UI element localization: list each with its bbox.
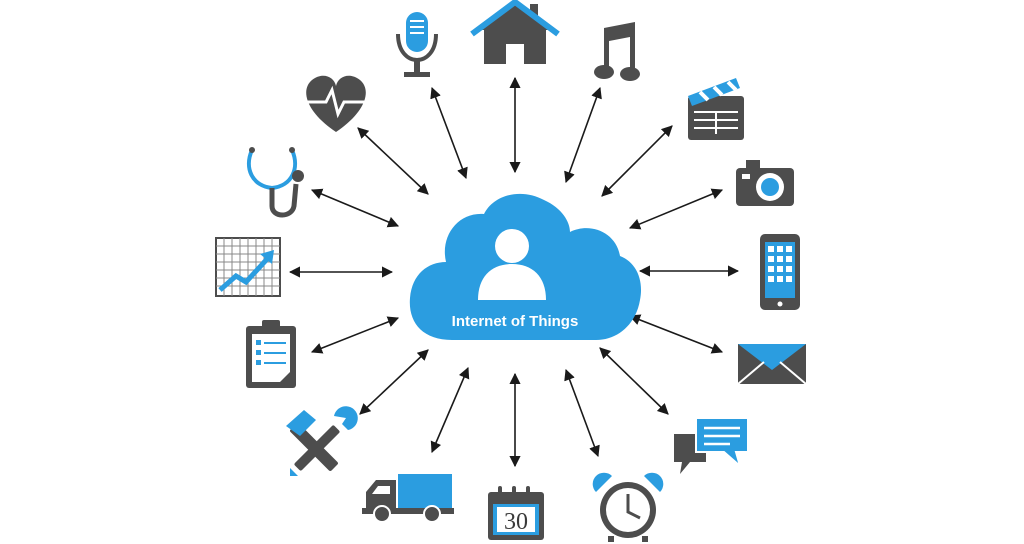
chat-bubbles-icon	[674, 417, 749, 474]
clapperboard-icon	[688, 78, 744, 140]
delivery-truck-icon	[362, 474, 454, 523]
calendar-icon: 30	[488, 486, 544, 540]
arrow-stethoscope	[310, 188, 400, 228]
cloud-label: Internet of Things	[452, 313, 579, 330]
arrow-clapperboard	[601, 125, 673, 197]
arrow-envelope	[628, 314, 724, 354]
arrow-clipboard	[310, 316, 400, 354]
iot-cloud: Internet of Things	[409, 193, 642, 340]
smartphone-icon	[760, 234, 800, 310]
microphone-icon	[396, 12, 438, 77]
clipboard-checklist-icon	[246, 320, 296, 388]
envelope-icon	[737, 344, 807, 385]
music-note-icon	[594, 22, 640, 81]
arrow-alarm-clock	[564, 368, 600, 458]
home-icon	[470, 0, 560, 64]
alarm-clock-icon	[592, 472, 664, 542]
camera-icon	[736, 160, 794, 206]
growth-chart-icon	[215, 237, 281, 297]
tools-icon	[286, 406, 358, 476]
arrow-truck	[430, 366, 470, 454]
arrow-heart	[357, 127, 429, 195]
arrow-music	[564, 86, 602, 184]
arrow-chat	[599, 347, 669, 415]
connector-arrows	[288, 76, 740, 468]
arrow-tools	[359, 349, 429, 415]
arrow-camera	[628, 188, 724, 230]
heart-rate-icon	[306, 75, 366, 132]
stethoscope-icon	[246, 147, 304, 218]
user-icon	[478, 229, 546, 300]
calendar-day: 30	[504, 509, 528, 535]
arrow-microphone	[430, 86, 468, 180]
